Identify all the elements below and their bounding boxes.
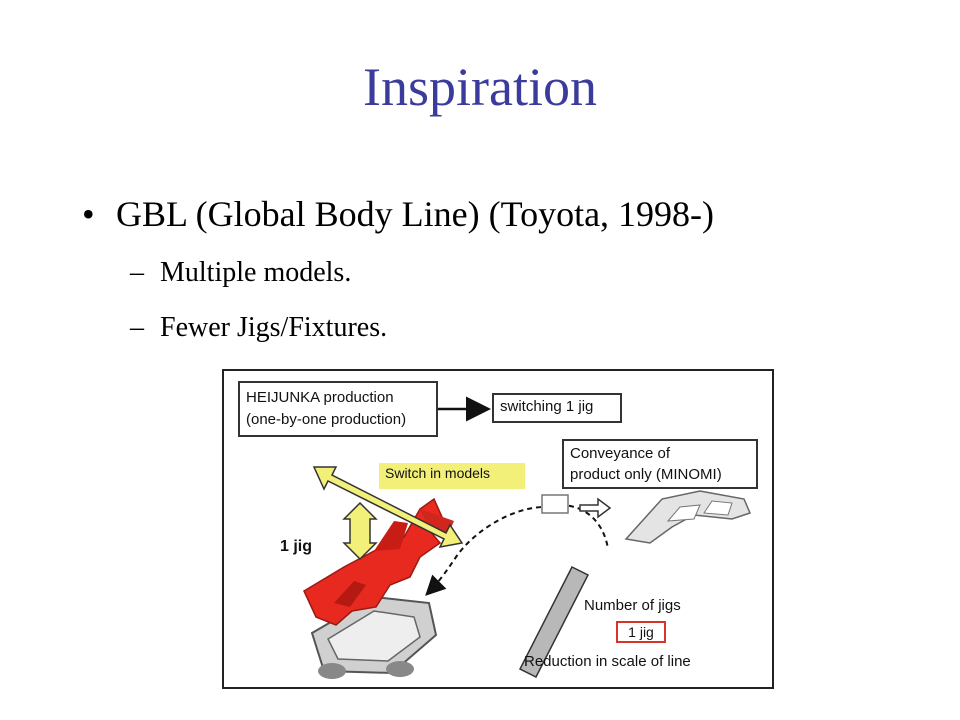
switching-box: switching 1 jig (492, 393, 622, 423)
sub-item-multiple-models: –Multiple models. (130, 257, 351, 289)
red-jig-graphic (303, 497, 454, 626)
one-jig-label: 1 jig (280, 538, 313, 555)
bullet-item: • GBL (Global Body Line) (Toyota, 1998-) (82, 193, 714, 235)
gbl-diagram-illustration (303, 396, 752, 679)
sub-item-fewer-jigs: –Fewer Jigs/Fixtures. (130, 312, 387, 344)
gbl-diagram: HEIJUNKA production (one-by-one producti… (222, 369, 774, 689)
bullet-marker: • (82, 194, 95, 234)
number-of-jigs-label: Number of jigs (584, 597, 681, 614)
car-frame-graphic (624, 490, 752, 544)
conveyance-box: Conveyance of product only (MINOMI) (562, 439, 758, 489)
switch-arrows (312, 466, 464, 561)
bullet-text: GBL (Global Body Line) (Toyota, 1998-) (116, 194, 715, 234)
conveyance-path (425, 494, 612, 596)
slide-title: Inspiration (363, 57, 597, 117)
switch-in-models-label: Switch in models (379, 463, 525, 489)
conveyance-line2: product only (MINOMI) (570, 466, 722, 483)
one-jig-badge: 1 jig (616, 621, 666, 643)
conveyance-line1: Conveyance of (570, 445, 671, 462)
heijunka-line2: (one-by-one production) (246, 411, 407, 428)
sub-item-text: Fewer Jigs/Fixtures. (160, 312, 388, 343)
sub-marker: – (130, 312, 144, 343)
heijunka-line1: HEIJUNKA production (246, 389, 394, 406)
line-strip-graphic (518, 565, 590, 679)
reduction-label: Reduction in scale of line (524, 653, 691, 670)
sub-marker: – (130, 257, 144, 288)
sub-item-text: Multiple models. (160, 257, 352, 288)
heijunka-box: HEIJUNKA production (one-by-one producti… (238, 381, 438, 437)
